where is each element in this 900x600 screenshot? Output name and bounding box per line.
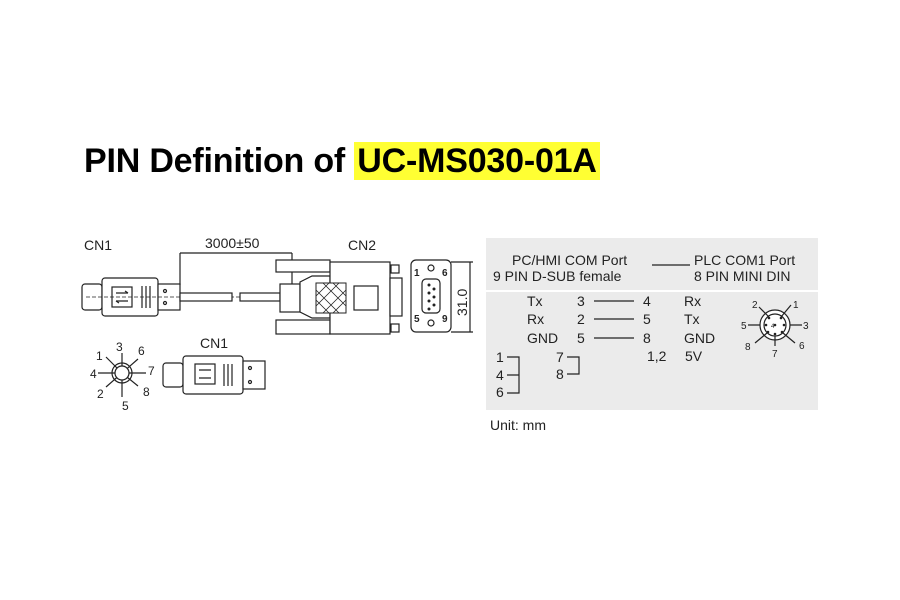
pin-right: 4 — [643, 293, 651, 309]
signal-left: GND — [527, 330, 558, 346]
pin-right: 5 — [643, 311, 651, 327]
model-highlight: UC-MS030-01A — [354, 142, 600, 180]
unit-label: Unit: mm — [490, 417, 546, 433]
din-pin-2: 2 — [97, 387, 104, 401]
signal-right: Rx — [684, 293, 701, 309]
din-pin: 8 — [745, 342, 751, 353]
signal-right: 5V — [685, 348, 703, 364]
din-pin-4: 4 — [90, 367, 97, 381]
pin-row-1: Tx 3 4 Rx — [527, 293, 701, 309]
dsub-pin-1: 1 — [414, 268, 420, 279]
pin-left: 3 — [577, 293, 585, 309]
right-port-type: 8 PIN MINI DIN — [694, 268, 790, 284]
signal-right: GND — [684, 330, 715, 346]
cn2-label: CN2 — [348, 237, 376, 253]
din-pin: 6 — [799, 341, 805, 352]
signal-left: Rx — [527, 311, 544, 327]
pin-right: 8 — [643, 330, 651, 346]
dsub-pin-5: 5 — [414, 314, 420, 325]
din-pin: 7 — [772, 349, 778, 360]
jumper-pin: 6 — [496, 384, 504, 400]
din-pin: 3 — [803, 321, 809, 332]
din-pin: 1 — [793, 300, 799, 311]
dsub-pin-6: 6 — [442, 268, 448, 279]
cn1-label: CN1 — [84, 237, 112, 253]
pin-left: 5 — [577, 330, 585, 346]
mini-din-pinout-right: 1 2 3 4 5 6 7 8 — [741, 300, 809, 360]
left-port-type: 9 PIN D-SUB female — [493, 268, 622, 284]
din-pin: 2 — [752, 300, 758, 311]
pin-row-4: 1,2 5V — [647, 348, 703, 364]
din-pin-3: 3 — [116, 340, 123, 354]
din-pin: 5 — [741, 321, 747, 332]
cn1-bottom-connector — [162, 355, 266, 395]
right-port-title: PLC COM1 Port — [694, 252, 795, 268]
cn1-connector — [81, 277, 400, 317]
height-dimension: 31.0 — [454, 289, 470, 316]
din-pin-7: 7 — [148, 364, 155, 378]
title-prefix: PIN Definition of — [84, 142, 346, 180]
jumper-pin: 1 — [496, 349, 504, 365]
length-dimension-line — [179, 252, 293, 285]
signal-left: Tx — [527, 293, 543, 309]
pin-right: 1,2 — [647, 348, 667, 364]
jumper-pin: 4 — [496, 367, 504, 383]
left-port-title: PC/HMI COM Port — [512, 252, 627, 268]
jumper-pin: 8 — [556, 366, 564, 382]
jumper-pin: 7 — [556, 349, 564, 365]
din-pin-8: 8 — [143, 385, 150, 399]
cable — [179, 292, 281, 302]
jumper-left: 1 4 6 — [496, 349, 520, 400]
pin-row-2: Rx 2 5 Tx — [527, 311, 700, 327]
length-dimension: 3000±50 — [205, 235, 260, 251]
pin-row-3: GND 5 8 GND — [527, 330, 715, 346]
signal-right: Tx — [684, 311, 700, 327]
page-title: PIN Definition of UC-MS030-01A — [84, 142, 600, 181]
dsub-face: 1 6 5 9 31.0 — [410, 259, 473, 333]
pin-left: 2 — [577, 311, 585, 327]
cn1-bottom-label: CN1 — [200, 335, 228, 351]
din-pin-1: 1 — [96, 349, 103, 363]
jumper-right: 7 8 — [556, 349, 580, 382]
dsub-pin-9: 9 — [442, 314, 448, 325]
din-pin: 4 — [771, 324, 775, 330]
din-pin-5: 5 — [122, 399, 129, 413]
din-pin-6: 6 — [138, 344, 145, 358]
cn2-connector — [275, 259, 403, 335]
mini-din-pinout-left: 1 2 3 4 5 6 7 8 — [90, 340, 155, 413]
